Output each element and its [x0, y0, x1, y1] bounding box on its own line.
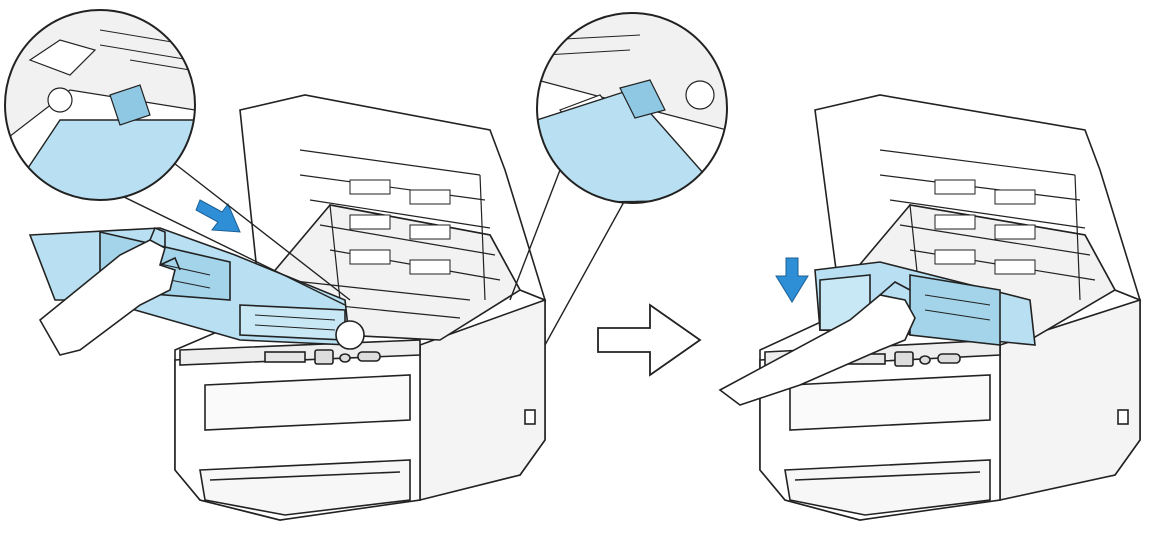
printer-right — [759, 94, 1142, 521]
printer-left — [174, 94, 547, 521]
hand-icon — [38, 226, 181, 356]
step-1-panel — [4, 9, 547, 521]
next-step-arrow-icon — [597, 303, 702, 377]
push-arrow-icon — [775, 257, 809, 303]
step-2-panel — [718, 94, 1142, 521]
zoom-callout-icon — [509, 12, 728, 346]
zoom-callout-icon — [4, 9, 351, 306]
hand-icon — [718, 281, 916, 406]
push-arrow-icon — [195, 199, 241, 233]
